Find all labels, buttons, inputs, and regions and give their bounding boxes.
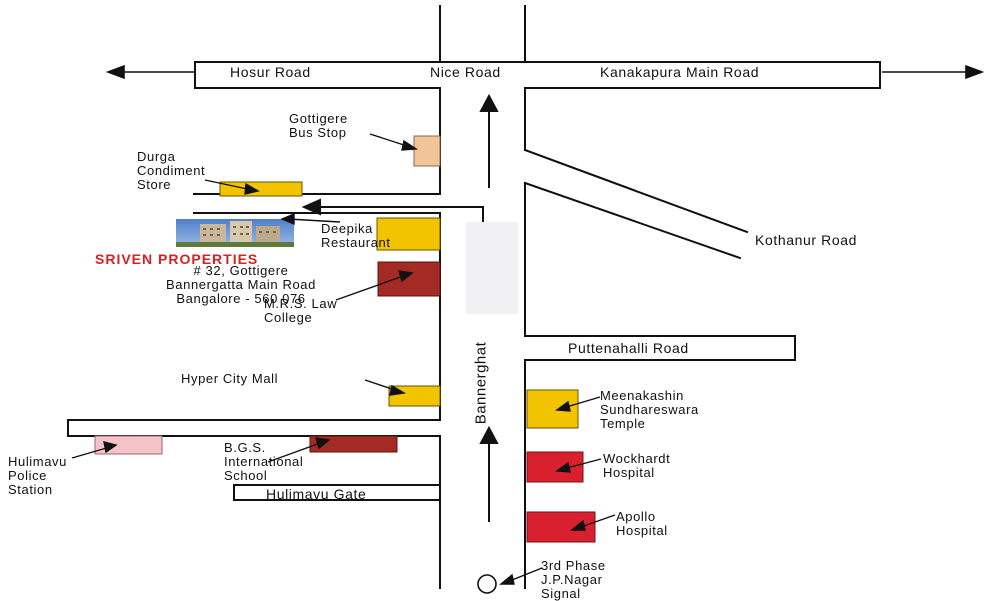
label-jp-nagar-signal: 3rd Phase J.P.Nagar Signal	[541, 558, 606, 601]
pointer-deepika	[287, 218, 341, 223]
east-arrow-head	[965, 64, 985, 80]
durga-store-block	[219, 181, 303, 197]
pointer-police-head	[103, 441, 118, 454]
label-deepika: Deepika Restaurant	[321, 221, 391, 250]
label-bannerghatta-road: Bannerghat	[472, 341, 490, 425]
pointer-hyper-city-head	[389, 384, 407, 396]
pointer-deepika-head	[280, 212, 295, 226]
label-meenakashin: Meenakashin Sundhareswara Temple	[600, 388, 699, 431]
gottigere-bus-stop-block	[413, 135, 441, 167]
label-gottigere-bus-stop: Gottigere Bus Stop	[289, 111, 348, 140]
signal-circle	[477, 574, 497, 594]
label-durga-store: Durga Condiment Store	[137, 149, 206, 192]
deepika-block	[376, 217, 441, 251]
property-building-image	[176, 219, 294, 247]
meenakashin-block	[526, 389, 579, 429]
pointer-mrs-law	[335, 274, 407, 301]
label-hulimavu-gate: Hulimavu Gate	[266, 486, 367, 502]
pointer-wockhardt-head	[555, 461, 571, 473]
label-puttenahalli-road: Puttenahalli Road	[568, 340, 689, 356]
pointer-durga-head	[244, 182, 260, 195]
label-kothanur-road: Kothanur Road	[755, 232, 857, 248]
mrs-law-block	[377, 261, 441, 297]
label-hosur-road: Hosur Road	[230, 64, 311, 80]
bgs-school-block	[309, 435, 398, 453]
property-address: # 32, Gottigere Bannergatta Main Road Ba…	[166, 263, 316, 306]
label-apollo: Apollo Hospital	[616, 509, 668, 538]
northbound-arrow-upper-head	[479, 93, 499, 112]
kothanur-road-edge	[523, 181, 742, 260]
label-hyper-city: Hyper City Mall	[181, 371, 279, 386]
pointer-bus-stop-head	[401, 139, 419, 151]
pointer-bgs-head	[315, 437, 331, 450]
label-mrs-law: M.R.S. Law College	[264, 296, 338, 325]
property-name: SRIVEN PROPERTIES	[95, 251, 259, 267]
pointer-signal-head	[499, 573, 515, 585]
west-arrow-head	[105, 64, 125, 80]
label-hulimavu-police: Hulimavu Police Station	[8, 454, 67, 497]
wockhardt-block	[526, 451, 584, 483]
kothanur-road-edge	[523, 148, 749, 234]
pointer-apollo-head	[570, 519, 586, 531]
road-fade	[466, 222, 518, 314]
pointer-meenakashin-head	[555, 400, 571, 412]
pointer-durga	[204, 179, 253, 191]
pointer-bgs	[267, 441, 324, 463]
pointer-mrs-law-head	[398, 270, 414, 283]
northbound-arrow-lower-head	[479, 425, 499, 444]
hulimavu-police-block	[94, 435, 163, 455]
label-nice-road: Nice Road	[430, 64, 501, 80]
label-wockhardt: Wockhardt Hospital	[603, 451, 671, 480]
label-kanakapura-road: Kanakapura Main Road	[600, 64, 760, 80]
westbound-arrow-head	[301, 198, 321, 216]
pointer-police	[71, 446, 111, 459]
label-bgs-school: B.G.S. International School	[224, 440, 304, 483]
